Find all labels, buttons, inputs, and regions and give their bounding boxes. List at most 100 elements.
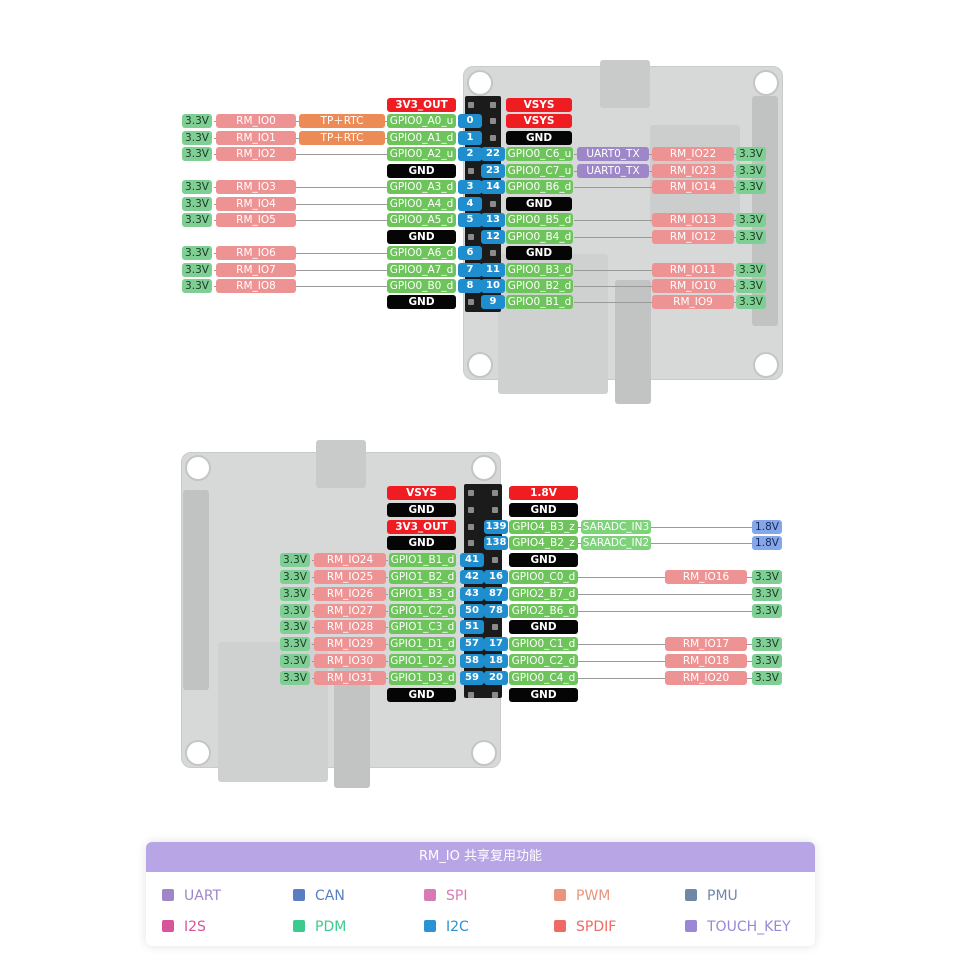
gnd-label: GND: [387, 230, 456, 244]
mount-hole: [753, 70, 779, 96]
legend-label: I2C: [446, 919, 469, 935]
legend-swatch: [162, 920, 174, 932]
rm-io-label: RM_IO6: [216, 246, 296, 260]
header-pin: [490, 135, 496, 141]
header-pin: [468, 540, 474, 546]
rm-io-label: RM_IO2: [216, 147, 296, 161]
gpio-label: GPIO4_B2_z: [509, 536, 578, 550]
rm-io-label: RM_IO7: [216, 263, 296, 277]
header-pin: [492, 490, 498, 496]
pin-number: 13: [481, 213, 505, 227]
gpio-label: GPIO0_A2_u: [387, 147, 456, 161]
mount-hole: [753, 352, 779, 378]
header-pin: [468, 507, 474, 513]
voltage-label: 3.3V: [182, 279, 212, 293]
board-component: [218, 642, 328, 782]
gpio-label: GPIO0_A1_d: [387, 131, 456, 145]
gpio-label: GPIO0_C0_d: [509, 570, 578, 584]
gpio-label: GPIO0_B5_d: [506, 213, 573, 227]
connector-line: [578, 594, 752, 595]
header-pin: [468, 524, 474, 530]
gnd-label: GND: [509, 503, 578, 517]
pin-number: 8: [458, 279, 482, 293]
legend-swatch: [685, 920, 697, 932]
pin-number: 5: [458, 213, 482, 227]
legend-swatch: [293, 920, 305, 932]
rm-io-label: RM_IO17: [665, 637, 747, 651]
rm-io-label: RM_IO1: [216, 131, 296, 145]
gpio-label: GPIO1_B3_d: [389, 587, 456, 601]
mount-hole: [185, 740, 211, 766]
pin-number: 16: [484, 570, 508, 584]
header-pin: [490, 102, 496, 108]
header-pin: [492, 692, 498, 698]
pin-number: 139: [484, 520, 508, 534]
board-component: [615, 280, 651, 404]
rm-io-label: RM_IO25: [314, 570, 386, 584]
pin-number: 18: [484, 654, 508, 668]
gnd-label: GND: [509, 620, 578, 634]
voltage-label: 3.3V: [736, 180, 766, 194]
connector-line: [214, 286, 388, 287]
saradc-label: SARADC_IN2: [581, 536, 651, 550]
gnd-label: GND: [506, 246, 572, 260]
pin-number: 57: [460, 637, 484, 651]
rm-io-label: RM_IO13: [652, 213, 734, 227]
pin-number: 20: [484, 671, 508, 685]
uart-label: UART0_TX: [577, 164, 649, 178]
legend-swatch: [554, 920, 566, 932]
header-pin: [490, 250, 496, 256]
rm-io-label: RM_IO0: [216, 114, 296, 128]
pin-number: 2: [458, 147, 482, 161]
gpio-label: GPIO1_D2_d: [389, 654, 456, 668]
legend-label: CAN: [315, 888, 345, 904]
gpio-label: GPIO0_B0_d: [387, 279, 456, 293]
voltage-label: 3.3V: [280, 637, 310, 651]
voltage-label: 3.3V: [752, 604, 782, 618]
pin-number: 12: [481, 230, 505, 244]
gpio-label: GPIO0_B1_d: [506, 295, 573, 309]
legend-item: CAN: [293, 886, 345, 906]
voltage-label: 3.3V: [280, 620, 310, 634]
pin-number: 4: [458, 197, 482, 211]
rm-io-label: RM_IO23: [652, 164, 734, 178]
legend-item: PMU: [685, 886, 738, 906]
connector-line: [214, 253, 388, 254]
voltage-label: 3.3V: [280, 570, 310, 584]
header-pin: [468, 234, 474, 240]
voltage-label: 3.3V: [280, 604, 310, 618]
voltage-label: 3.3V: [280, 671, 310, 685]
rm-io-label: RM_IO5: [216, 213, 296, 227]
voltage-label: 3.3V: [736, 263, 766, 277]
rm-io-label: RM_IO16: [665, 570, 747, 584]
pin-number: 41: [460, 553, 484, 567]
tp-rtc-label: TP＋RTC: [299, 131, 385, 145]
voltage-label: 3.3V: [182, 197, 212, 211]
gpio-label: GPIO1_C2_d: [389, 604, 456, 618]
gpio-label: GPIO0_C2_d: [509, 654, 578, 668]
legend-item: PDM: [293, 917, 346, 937]
voltage-label: 3.3V: [182, 213, 212, 227]
rm-io-label: RM_IO12: [652, 230, 734, 244]
gpio-label: GPIO1_D1_d: [389, 637, 456, 651]
legend-item: I2S: [162, 917, 206, 937]
pin-number: 7: [458, 263, 482, 277]
legend-label: SPI: [446, 888, 468, 904]
gnd-label: GND: [387, 536, 456, 550]
voltage-label: 3.3V: [182, 131, 212, 145]
legend-label: PMU: [707, 888, 738, 904]
voltage-label: 3.3V: [736, 213, 766, 227]
rm-io-label: RM_IO28: [314, 620, 386, 634]
legend-swatch: [685, 889, 697, 901]
header-pin: [492, 507, 498, 513]
voltage-label: 3.3V: [280, 654, 310, 668]
pin-number: 3: [458, 180, 482, 194]
header-pin: [468, 490, 474, 496]
header-pin: [492, 557, 498, 563]
voltage-label: 3.3V: [736, 295, 766, 309]
voltage-label: 3.3V: [752, 671, 782, 685]
gpio-label: GPIO2_B6_d: [509, 604, 578, 618]
voltage-label: 3.3V: [182, 246, 212, 260]
legend-swatch: [162, 889, 174, 901]
